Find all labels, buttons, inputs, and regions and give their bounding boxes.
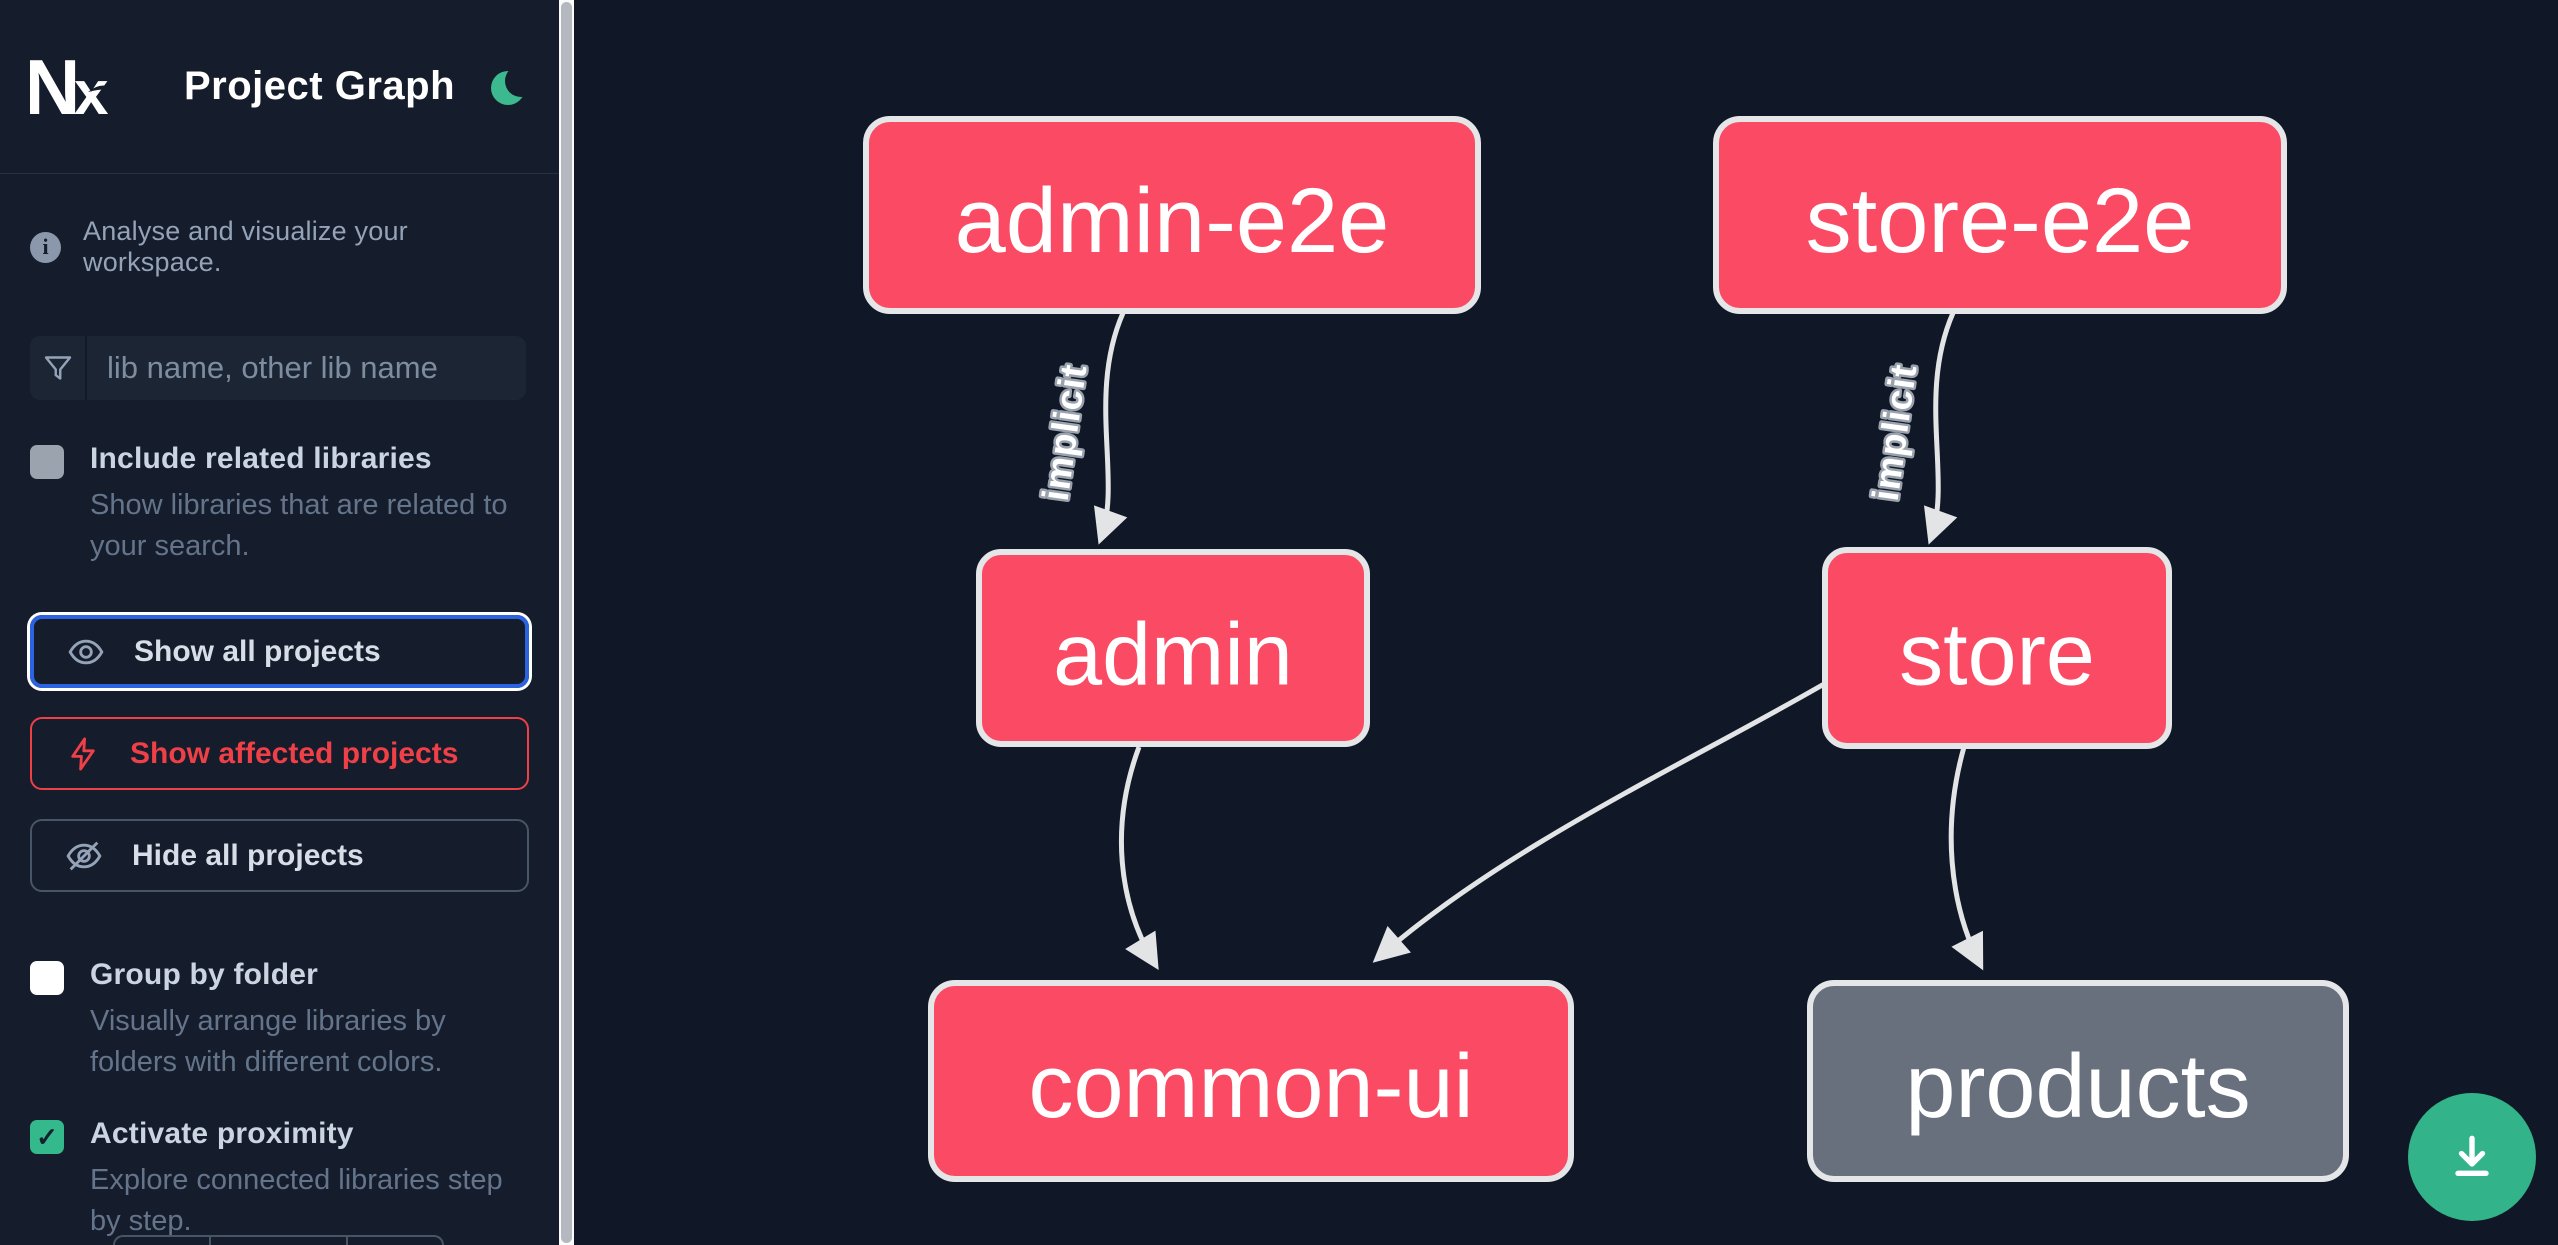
workspace-info: i Analyse and visualize your workspace.: [0, 174, 559, 278]
edge-admin-to-common-ui[interactable]: [1119, 746, 1159, 971]
node-label: store: [1899, 605, 2095, 704]
node-label: admin: [1053, 605, 1293, 704]
dependency-graph[interactable]: admin-e2e store-e2e admin store common-ui pro…: [574, 0, 2558, 1245]
graph-node-admin[interactable]: admin: [976, 549, 1370, 747]
checkbox-include-related[interactable]: [30, 445, 64, 479]
proximity-stepper[interactable]: [113, 1235, 444, 1245]
proximity-decrement[interactable]: [115, 1237, 211, 1245]
page-title: Project Graph: [184, 64, 456, 108]
toggle-description: Visually arrange libraries by folders wi…: [90, 1005, 446, 1078]
bolt-icon: [71, 737, 95, 770]
svg-text:N: N: [30, 48, 76, 126]
node-label: common-ui: [1028, 1037, 1473, 1137]
filter-funnel-icon: [30, 336, 87, 400]
eye-off-icon: [66, 841, 102, 870]
hide-all-projects-button[interactable]: Hide all projects: [30, 819, 529, 892]
edge-admin-e2e-to-admin[interactable]: [1093, 311, 1128, 545]
graph-node-common-ui[interactable]: common-ui: [928, 980, 1574, 1182]
toggle-label: Group by folder: [90, 958, 318, 991]
checkbox-group-by-folder[interactable]: [30, 961, 64, 995]
proximity-value: [211, 1237, 349, 1245]
eye-icon: [68, 639, 104, 664]
sidebar: N x Project Graph i Analyse and visualiz…: [0, 0, 559, 1245]
sidebar-header: N x Project Graph: [0, 0, 559, 174]
sidebar-scrollbar[interactable]: [559, 0, 574, 1245]
project-graph-canvas[interactable]: admin-e2e store-e2e admin store common-ui pro…: [574, 0, 2558, 1245]
node-label: products: [1905, 1037, 2250, 1137]
toggle-group-by-folder[interactable]: Group by folder Visually arrange librari…: [0, 958, 559, 1083]
graph-node-store-e2e[interactable]: store-e2e: [1713, 116, 2287, 314]
edge-store-to-common-ui[interactable]: [1372, 677, 1833, 963]
toggle-description: Show libraries that are related to your …: [90, 489, 508, 562]
edge-label-implicit: implicit: [1865, 361, 1925, 503]
download-icon: [2455, 1135, 2489, 1177]
nx-logo: N x: [30, 48, 126, 126]
info-icon: i: [30, 231, 61, 263]
toggle-activate-proximity[interactable]: ✓ Activate proximity Explore connected l…: [0, 1117, 559, 1242]
show-affected-projects-button[interactable]: Show affected projects: [30, 717, 529, 790]
theme-toggle-moon-icon[interactable]: [489, 64, 537, 107]
button-label: Show all projects: [134, 634, 381, 668]
edge-label-implicit: implicit: [1035, 361, 1095, 503]
scrollbar-thumb[interactable]: [561, 2, 572, 1243]
show-all-projects-button[interactable]: Show all projects: [30, 615, 529, 688]
graph-node-store[interactable]: store: [1822, 547, 2172, 749]
toggle-label: Include related libraries: [90, 442, 432, 475]
search-box: [30, 336, 526, 400]
toggle-include-related[interactable]: Include related libraries Show libraries…: [0, 442, 559, 567]
button-label: Hide all projects: [132, 838, 364, 872]
graph-node-admin-e2e[interactable]: admin-e2e: [863, 116, 1481, 314]
toggle-label: Activate proximity: [90, 1117, 354, 1150]
graph-node-products[interactable]: products: [1807, 980, 2349, 1182]
edge-store-to-products[interactable]: [1948, 746, 1984, 971]
node-label: admin-e2e: [955, 170, 1390, 272]
toggle-description: Explore connected libraries step by step…: [90, 1164, 503, 1237]
svg-text:x: x: [74, 59, 109, 126]
proximity-increment[interactable]: [348, 1237, 442, 1245]
node-label: store-e2e: [1806, 170, 2195, 272]
search-input[interactable]: [87, 336, 526, 400]
info-text: Analyse and visualize your workspace.: [83, 216, 408, 277]
edge-store-e2e-to-store[interactable]: [1923, 311, 1958, 545]
button-label: Show affected projects: [130, 736, 459, 770]
checkbox-activate-proximity-checked[interactable]: ✓: [30, 1120, 64, 1154]
download-graph-button[interactable]: [2408, 1093, 2536, 1221]
